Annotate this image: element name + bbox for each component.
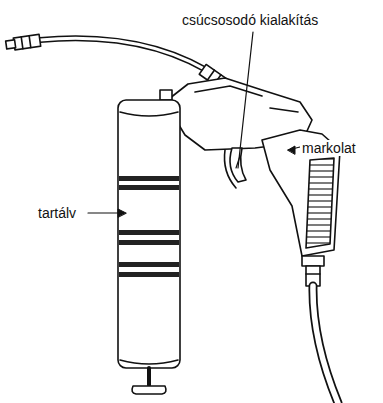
part-label: markolat [300, 140, 358, 156]
part-label: csúcsosodó kialakítás [180, 12, 320, 28]
part-label: tartálv [36, 205, 78, 221]
